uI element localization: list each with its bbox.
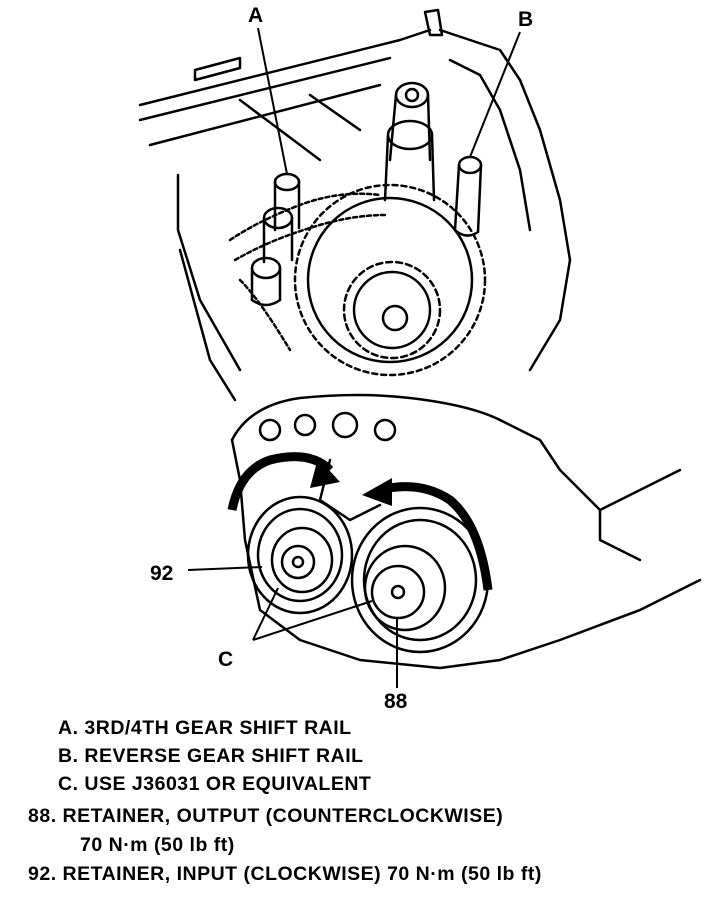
callout-c: C [218, 648, 233, 671]
leader-c-1 [252, 587, 279, 641]
callout-a: A [248, 4, 263, 27]
callout-88: 88 [384, 690, 408, 713]
lower-housing [230, 393, 702, 670]
upper-case-housing [138, 8, 572, 402]
leader-c-2 [252, 600, 373, 641]
upper-shaft [383, 81, 436, 202]
counterclockwise-arrow [362, 478, 493, 591]
legend-b: B. REVERSE GEAR SHIFT RAIL [58, 745, 364, 767]
leader-a [257, 27, 288, 175]
legend-88: 88. RETAINER, OUTPUT (COUNTERCLOCKWISE) [28, 805, 504, 827]
main-gear [293, 183, 487, 377]
callout-92: 92 [150, 562, 173, 585]
legend-92: 92. RETAINER, INPUT (CLOCKWISE) 70 N·m (… [28, 863, 542, 885]
cluster-gears [228, 192, 387, 352]
clockwise-arrow [227, 452, 340, 511]
legend-88-torque: 70 N·m (50 lb ft) [80, 834, 235, 856]
legend-c: C. USE J36031 OR EQUIVALENT [58, 773, 372, 795]
retainer-92-input [246, 495, 354, 615]
leader-92 [187, 566, 263, 571]
callout-b: B [518, 8, 533, 31]
legend-a: A. 3RD/4TH GEAR SHIFT RAIL [58, 717, 352, 739]
leader-b [469, 31, 521, 158]
shift-rail-b [453, 155, 483, 237]
